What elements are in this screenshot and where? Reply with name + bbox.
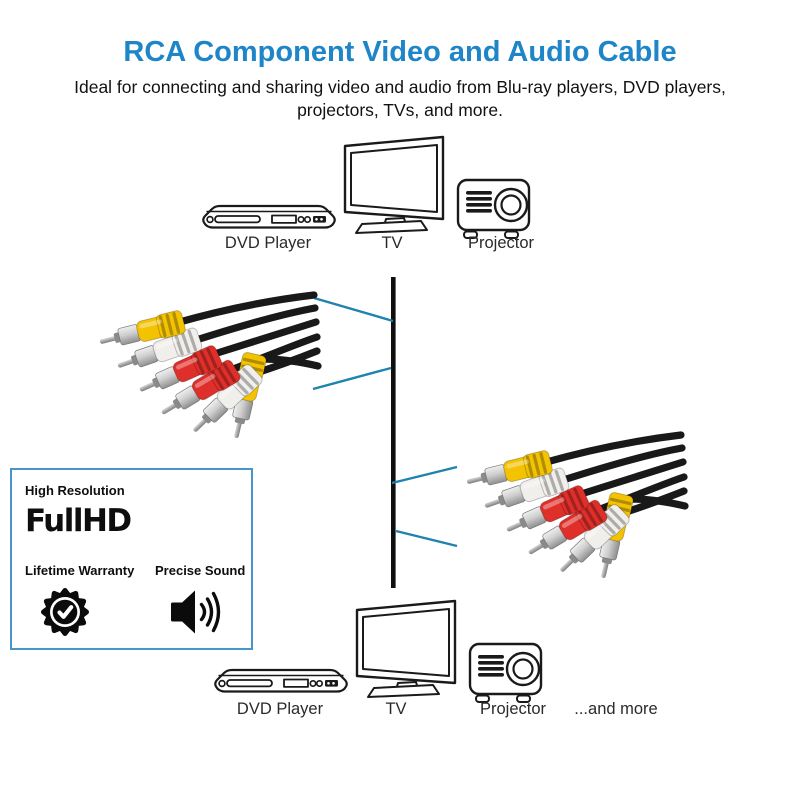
feature-box: High Resolution FullHD Lifetime Warranty… — [10, 468, 253, 650]
page-title: RCA Component Video and Audio Cable — [123, 36, 677, 68]
subtitle-line2: projectors, TVs, and more. — [297, 100, 503, 120]
label-and-more: ...and more — [574, 700, 658, 718]
device-row-top — [202, 135, 531, 240]
lifetime-warranty-label: Lifetime Warranty — [25, 563, 135, 578]
device-label-projector-bottom: Projector — [479, 700, 547, 718]
precise-sound-label: Precise Sound — [155, 563, 246, 578]
connector-lines — [312, 296, 458, 548]
device-label-tv-top: TV — [381, 234, 403, 252]
subtitle-line1: Ideal for connecting and sharing video a… — [74, 77, 726, 97]
device-label-dvd-player-bottom: DVD Player — [236, 700, 324, 718]
high-resolution-label: High Resolution — [25, 483, 125, 498]
device-label-tv-bottom: TV — [385, 700, 407, 718]
rca-cable-photo-left — [97, 295, 318, 441]
device-row-bottom — [214, 599, 543, 704]
fullhd-logo: FullHD — [25, 503, 132, 539]
divider-bar — [391, 277, 396, 588]
device-label-dvd-player-top: DVD Player — [224, 234, 312, 252]
device-label-projector-top: Projector — [467, 234, 535, 252]
rca-cable-photo-right — [464, 435, 685, 581]
